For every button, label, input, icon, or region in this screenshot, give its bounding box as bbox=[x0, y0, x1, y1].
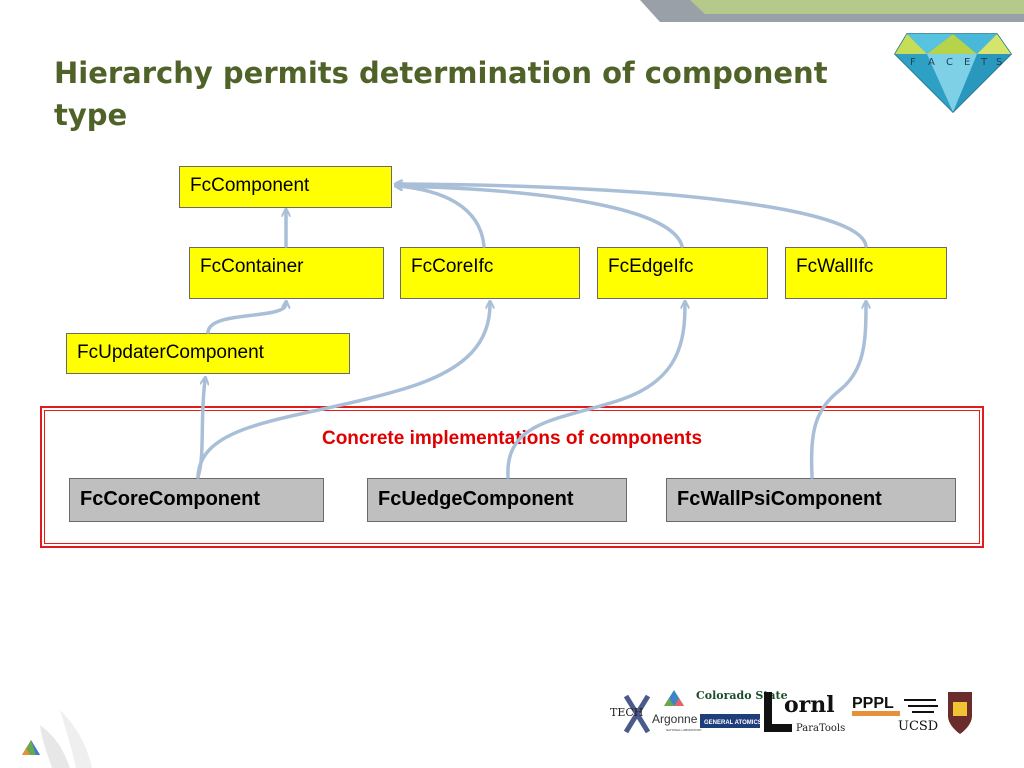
svg-text:ornl: ornl bbox=[784, 692, 835, 718]
node-fcwallpsicomponent: FcWallPsiComponent bbox=[666, 478, 956, 522]
node-fcupdatercomponent: FcUpdaterComponent bbox=[66, 333, 350, 374]
corner-swoosh-1 bbox=[40, 725, 70, 768]
svg-text:ParaTools: ParaTools bbox=[796, 723, 845, 734]
facets-diamond-logo: F A C E T S bbox=[894, 33, 1012, 114]
logo-letter: S bbox=[996, 57, 1002, 68]
logo-letter: T bbox=[980, 57, 988, 68]
node-fccontainer: FcContainer bbox=[189, 247, 384, 299]
svg-text:NATIONAL LABORATORY: NATIONAL LABORATORY bbox=[666, 728, 702, 732]
corner-swoosh-2 bbox=[60, 710, 92, 768]
general-atomics-logo: GENERAL ATOMICS bbox=[700, 714, 762, 728]
corner-logo-orange bbox=[22, 748, 30, 755]
corner-logo-blue bbox=[31, 740, 40, 755]
top-bar-green bbox=[690, 0, 1024, 14]
node-fccomponent: FcComponent bbox=[179, 166, 392, 208]
node-fccoreifc: FcCoreIfc bbox=[400, 247, 580, 299]
node-fccorecomponent: FcCoreComponent bbox=[69, 478, 324, 522]
logo-letter: C bbox=[946, 57, 953, 68]
svg-text:GENERAL ATOMICS: GENERAL ATOMICS bbox=[704, 720, 762, 726]
svg-text:TECH: TECH bbox=[610, 706, 643, 719]
ornl-logo: ornl bbox=[764, 692, 835, 732]
node-fcuedgecomponent: FcUedgeComponent bbox=[367, 478, 627, 522]
partner-logos: TECH Argonne NATIONAL LABORATORY Colorad… bbox=[608, 686, 980, 744]
concrete-implementations-label: Concrete implementations of components bbox=[321, 428, 703, 449]
page-title: Hierarchy permits determination of compo… bbox=[54, 56, 828, 132]
ucsd-logo: UCSD bbox=[898, 699, 938, 734]
node-fcedgeifc: FcEdgeIfc bbox=[597, 247, 768, 299]
paratools-logo: ParaTools bbox=[796, 723, 845, 734]
techx-logo: TECH bbox=[610, 694, 651, 734]
university-shield-logo bbox=[948, 692, 972, 734]
colorado-state-logo: Colorado State bbox=[696, 689, 788, 702]
svg-text:UCSD: UCSD bbox=[898, 719, 938, 734]
partner-logos-graphic: TECH Argonne NATIONAL LABORATORY Colorad… bbox=[610, 689, 972, 734]
svg-text:PPPL: PPPL bbox=[852, 695, 894, 712]
svg-text:Colorado State: Colorado State bbox=[696, 689, 788, 702]
argonne-logo: Argonne NATIONAL LABORATORY bbox=[652, 690, 702, 732]
logo-letter: A bbox=[928, 57, 935, 68]
node-fcwallifc: FcWallIfc bbox=[785, 247, 947, 299]
logo-letter: E bbox=[964, 57, 970, 68]
logo-letter: F bbox=[910, 57, 916, 68]
pppl-logo: PPPL bbox=[852, 695, 900, 716]
svg-text:Argonne: Argonne bbox=[652, 712, 698, 726]
